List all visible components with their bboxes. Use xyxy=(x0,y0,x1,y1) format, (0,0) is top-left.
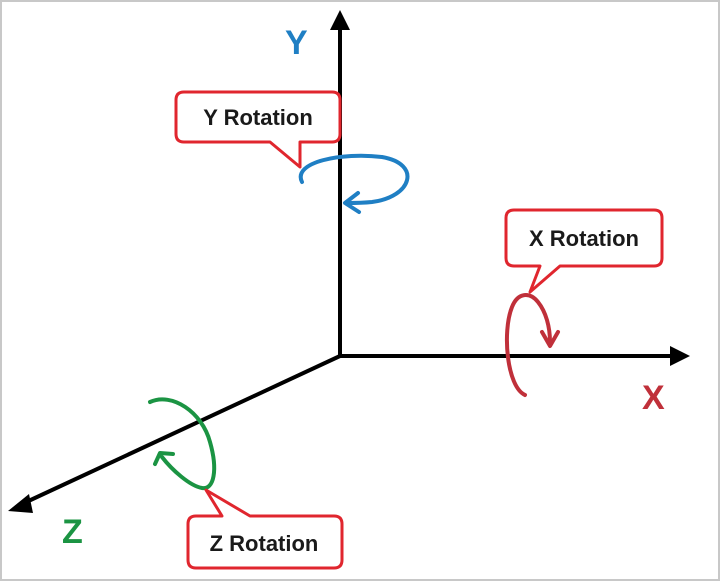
x-axis-label: X xyxy=(642,379,665,417)
z-axis-arrowhead xyxy=(8,494,33,513)
y-rotation-arrow-icon xyxy=(298,153,410,214)
x-rotation-arrow-icon xyxy=(504,293,560,397)
y-axis-label: Y xyxy=(285,24,308,62)
y-axis-arrowhead xyxy=(330,10,350,30)
z-rotation-arrow-icon xyxy=(148,397,217,491)
x-axis-arrowhead xyxy=(670,346,690,366)
z-rotation-callout-text: Z Rotation xyxy=(210,531,319,556)
y-rotation-callout: Y Rotation xyxy=(174,90,342,169)
z-axis-label: Z xyxy=(62,513,83,551)
x-rotation-callout: X Rotation xyxy=(504,208,664,294)
x-rotation-callout-text: X Rotation xyxy=(529,226,639,251)
y-rotation-callout-text: Y Rotation xyxy=(203,105,313,130)
z-rotation-callout: Z Rotation xyxy=(186,488,344,570)
z-axis-line xyxy=(21,354,341,506)
